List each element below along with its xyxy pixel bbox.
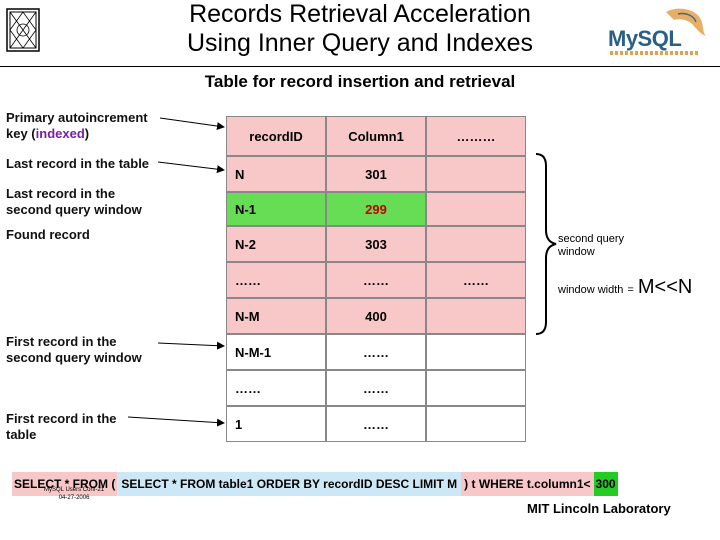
- arrow-first-table: [127, 416, 225, 427]
- subtitle: Table for record insertion and retrieval: [204, 72, 516, 91]
- window-width-label: window width = M<<N: [558, 276, 693, 298]
- header-more: ………: [426, 116, 526, 156]
- table-cell: ……: [426, 262, 526, 298]
- table-cell: 1: [226, 406, 326, 442]
- second-query-window-label: second query window: [558, 233, 625, 258]
- table-cell: ……: [326, 262, 426, 298]
- sql-inner-select: SELECT * FROM table1 ORDER BY recordID D…: [117, 472, 462, 496]
- label-first-window: First record in the second query window: [6, 334, 142, 365]
- table-cell: ……: [326, 370, 426, 406]
- arrow-primary-key: [159, 117, 225, 130]
- table-cell: [426, 370, 526, 406]
- header-record-id: recordID: [226, 116, 326, 156]
- table-cell: ……: [326, 406, 426, 442]
- table-cell: ……: [326, 334, 426, 370]
- label-primary-key: Primary autoincrement key (indexed): [6, 110, 148, 141]
- sql-where-value: 300: [593, 472, 618, 496]
- arrow-first-window: [157, 341, 225, 350]
- table-cell: N-1: [226, 192, 326, 226]
- table-cell: [426, 298, 526, 334]
- table-cell: N-2: [226, 226, 326, 262]
- table-cell: 299: [326, 192, 426, 226]
- header-column1: Column1: [326, 116, 426, 156]
- table-cell: ……: [226, 262, 326, 298]
- table-cell: N-M-1: [226, 334, 326, 370]
- label-arrows: [127, 117, 225, 427]
- table-cell: [426, 406, 526, 442]
- label-last-window: Last record in the second query window: [6, 186, 142, 217]
- label-found-record: Found record: [6, 227, 90, 242]
- emblem-logo-icon: [6, 8, 40, 52]
- title-divider: [0, 66, 720, 67]
- mysql-wordmark: MySQL: [608, 26, 682, 51]
- label-last-record: Last record in the table: [6, 156, 150, 171]
- table-cell: N: [226, 156, 326, 192]
- table-cell: [426, 226, 526, 262]
- event-footer: MySQL Users Conf-21 04-27-2006: [44, 487, 105, 501]
- table-cell: ……: [226, 370, 326, 406]
- table-cell: [426, 334, 526, 370]
- lab-footer: MIT Lincoln Laboratory: [527, 501, 671, 516]
- title-line-1: Records Retrieval Acceleration: [189, 0, 531, 28]
- records-table: recordID Column1 ……… N 301 N-1 299 N-2 3…: [226, 116, 526, 442]
- table-cell: N-M: [226, 298, 326, 334]
- dolphin-icon: [666, 8, 706, 36]
- label-first-table: First record in the table: [6, 411, 117, 442]
- mysql-stripe: [610, 51, 700, 55]
- sql-where-clause: ) t WHERE t.column1<: [461, 472, 594, 496]
- arrow-last-record: [157, 161, 225, 174]
- table-cell: 301: [326, 156, 426, 192]
- title-line-2: Using Inner Query and Indexes: [186, 29, 534, 57]
- mysql-logo: MySQL: [596, 4, 714, 60]
- table-cell: [426, 156, 526, 192]
- page-title: Records Retrieval Acceleration Using Inn…: [110, 0, 610, 58]
- window-bracket: [535, 153, 557, 335]
- sql-query: SELECT * FROM ( SELECT * FROM table1 ORD…: [12, 472, 714, 496]
- sql-outer-select: SELECT * FROM (: [12, 472, 118, 496]
- table-cell: 303: [326, 226, 426, 262]
- table-cell: 400: [326, 298, 426, 334]
- table-cell: [426, 192, 526, 226]
